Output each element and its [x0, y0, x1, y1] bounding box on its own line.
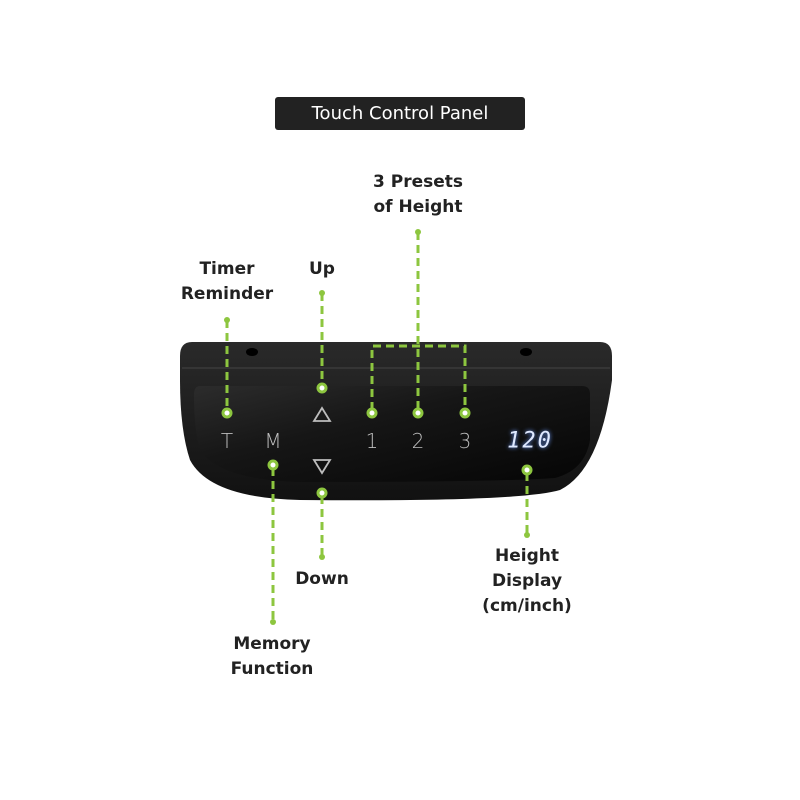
up-arrow-icon — [312, 406, 332, 422]
label-line: 3 Presets — [372, 172, 464, 192]
callout-lines — [225, 232, 529, 622]
label-up: Up — [309, 259, 335, 279]
label-presets: 3 Presets of Height — [373, 170, 463, 220]
label-line: of Height — [373, 197, 463, 217]
label-line: (cm/inch) — [482, 596, 572, 616]
touch-glass — [194, 386, 590, 482]
label-memory: Memory Function — [231, 632, 314, 682]
down-arrow-icon — [312, 459, 332, 475]
screw-hole — [246, 348, 258, 356]
preset-3-key[interactable]: 3 — [458, 429, 472, 453]
label-line: Function — [230, 659, 314, 679]
height-display-value: 120 — [507, 428, 553, 454]
label-line: Height — [495, 546, 559, 566]
timer-key[interactable]: T — [220, 429, 234, 453]
label-line: Reminder — [180, 284, 274, 304]
screw-hole — [520, 348, 532, 356]
label-line: Memory — [233, 634, 311, 654]
page-title: Touch Control Panel — [275, 97, 525, 130]
label-down: Down — [295, 569, 349, 589]
memory-key[interactable]: M — [264, 429, 282, 453]
preset-1-key[interactable]: 1 — [365, 429, 379, 453]
callout-dots — [221, 382, 533, 499]
label-height-display: Height Display (cm/inch) — [482, 544, 572, 619]
preset-2-key[interactable]: 2 — [411, 429, 425, 453]
label-line: Timer — [199, 259, 255, 279]
label-line: Display — [491, 571, 563, 591]
label-timer: Timer Reminder — [181, 257, 273, 307]
